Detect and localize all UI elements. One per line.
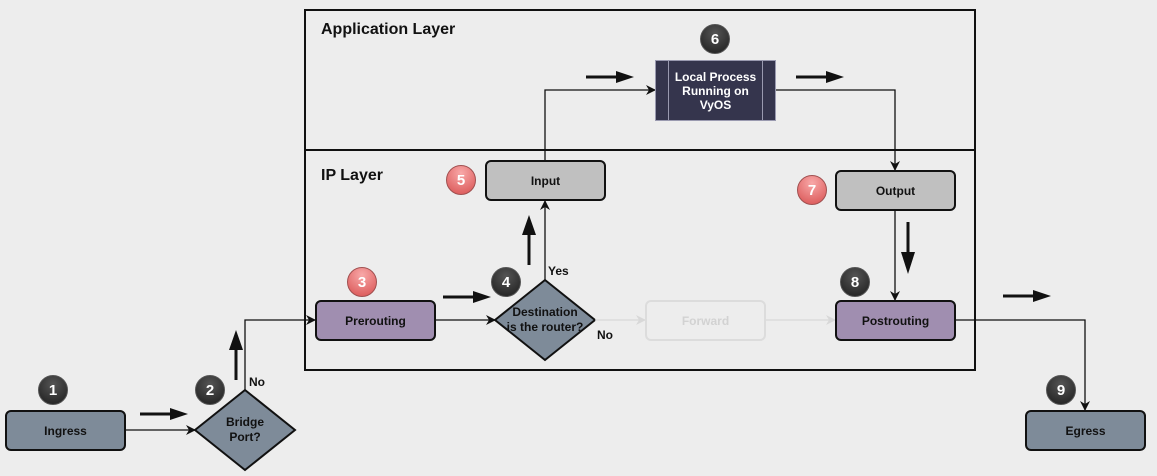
local-process-line: Running on	[682, 83, 749, 98]
bridge-port-diamond	[193, 388, 297, 472]
input-node: Input	[485, 160, 606, 201]
local-process-label: Local Process Running on VyOS	[675, 70, 756, 112]
destination-yes-label: Yes	[548, 264, 569, 278]
flow-arrow-right	[586, 71, 634, 83]
step-badge: 6	[700, 24, 730, 54]
egress-node: Egress	[1025, 410, 1146, 451]
prerouting-node: Prerouting	[315, 300, 436, 341]
ip-layer-title: IP Layer	[321, 167, 383, 184]
destination-line: is the router?	[506, 320, 584, 334]
destination-line: Destination	[512, 305, 578, 319]
bridge-no-label: No	[249, 375, 265, 389]
flow-arrow-right	[796, 71, 844, 83]
step-badge: 5	[446, 165, 476, 195]
edge-postrouting-egress	[955, 319, 1090, 411]
ingress-node: Ingress	[5, 410, 126, 451]
local-process-line: VyOS	[699, 97, 732, 112]
process-bar-left	[668, 61, 669, 120]
step-badge: 1	[38, 375, 68, 405]
process-bar-right	[762, 61, 763, 120]
flow-arrow-up	[522, 215, 536, 265]
local-process-node: Local Process Running on VyOS	[655, 60, 776, 121]
flow-arrow-right	[1003, 290, 1051, 302]
step-badge: 4	[491, 267, 521, 297]
step-badge: 7	[797, 175, 827, 205]
flow-arrow-right	[443, 291, 491, 303]
step-badge: 9	[1046, 375, 1076, 405]
local-process-line: Local Process	[674, 69, 757, 84]
bridge-port-line: Port?	[229, 430, 261, 444]
step-badge: 3	[347, 267, 377, 297]
postrouting-node: Postrouting	[835, 300, 956, 341]
step-badge: 2	[195, 375, 225, 405]
flow-arrow-up	[229, 330, 243, 380]
destination-diamond	[493, 278, 597, 362]
flow-arrow-down	[901, 222, 915, 274]
ip-layer-box	[304, 149, 976, 371]
application-layer-title: Application Layer	[321, 21, 456, 38]
edge-input-process	[544, 85, 656, 160]
destination-label: Destination is the router?	[495, 300, 595, 340]
step-badge: 8	[840, 267, 870, 297]
destination-no-label: No	[597, 328, 613, 342]
edge-bridge-prerouting	[244, 315, 316, 390]
edge-process-output	[775, 89, 900, 171]
forward-node: Forward	[645, 300, 766, 341]
output-node: Output	[835, 170, 956, 211]
bridge-port-line: Bridge	[225, 415, 264, 429]
bridge-port-label: Bridge Port?	[200, 410, 290, 450]
flow-arrow-right	[140, 408, 188, 420]
